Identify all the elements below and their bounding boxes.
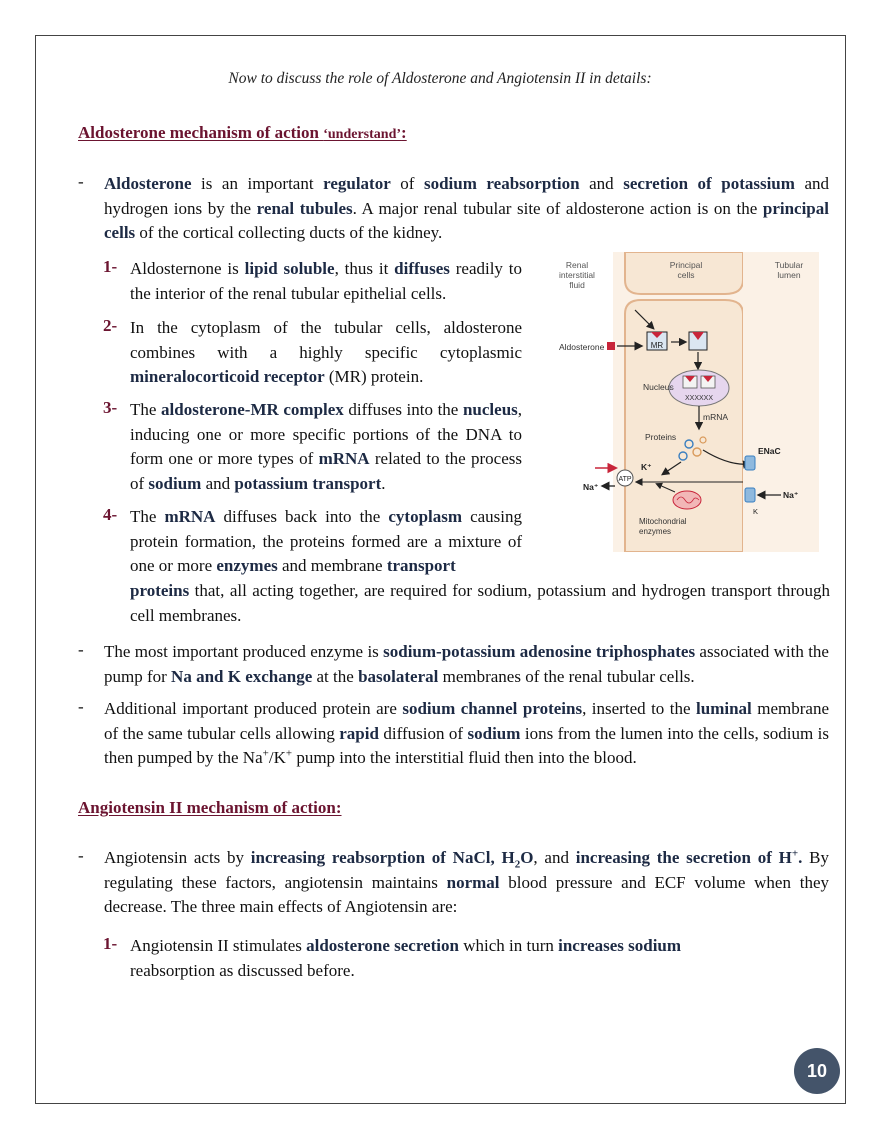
step-number: 3- (103, 398, 118, 417)
atp-pump (616, 469, 634, 487)
label-atp: ATP (618, 476, 631, 483)
label-renal: Renal (566, 260, 588, 270)
label-principal: Principal (670, 260, 703, 270)
label-cells: cells (677, 270, 694, 280)
step-text: The mRNA diffuses back into the cytoplas… (130, 507, 522, 575)
label-dna: XXXXXX (685, 395, 713, 402)
enac-channel (744, 455, 756, 471)
label-k-right: K (753, 507, 758, 516)
step-number: 2- (103, 316, 118, 335)
paragraph-sodium-channel: Additional important produced protein ar… (104, 699, 829, 767)
intro-text: Now to discuss the role of Aldosterone a… (228, 70, 652, 87)
paragraph-enzyme: The most important produced enzyme is so… (104, 642, 829, 686)
label-aldosterone: Aldosterone (559, 342, 605, 352)
upper-cell (624, 252, 744, 295)
label-fluid: fluid (569, 280, 585, 290)
label-nucleus: Nucleus (643, 382, 674, 392)
aldosterone-cell-diagram: Renal interstitial fluid Principal cells… (559, 252, 819, 552)
label-na-left: Na⁺ (583, 482, 598, 492)
bullet-dash: - (78, 697, 84, 716)
label-interstitial: interstitial (559, 270, 595, 280)
tubular-lumen-area (743, 252, 819, 552)
label-mitochondrial: Mitochondrial (639, 517, 687, 526)
bullet-dash: - (78, 640, 84, 659)
step-text: The aldosterone-MR complex diffuses into… (130, 400, 523, 493)
step-text: In the cytoplasm of the tubular cells, a… (130, 318, 522, 386)
label-tubular: Tubular (775, 260, 804, 270)
mitochondrion (672, 490, 702, 510)
bullet-dash: - (78, 172, 84, 191)
label-enac: ENaC (758, 446, 781, 456)
paragraph-aldosterone-intro: Aldosterone is an important regulator of… (104, 174, 830, 242)
step-number: 1- (103, 934, 118, 953)
section-heading-aldosterone: Aldosterone mechanism of action ‘underst… (78, 123, 407, 142)
label-k-plus: K⁺ (641, 462, 652, 472)
label-na-right: Na⁺ (783, 490, 798, 500)
principal-cell (624, 299, 744, 552)
label-proteins: Proteins (645, 432, 676, 442)
k-channel (744, 487, 756, 503)
step-text: Angiotensin II stimulates aldosterone se… (130, 936, 682, 980)
page-number-badge: 10 (794, 1048, 840, 1094)
page-border (35, 35, 846, 1104)
label-mrna: mRNA (703, 412, 728, 422)
section-heading-angiotensin: Angiotensin II mechanism of action: (78, 798, 342, 817)
step-number: 4- (103, 505, 118, 524)
step-text: Aldosternone is lipid soluble, thus it d… (130, 259, 522, 303)
aldosterone-molecule (607, 342, 615, 350)
label-mr: MR (651, 341, 664, 350)
step-number: 1- (103, 257, 118, 276)
label-lumen: lumen (777, 270, 800, 280)
paragraph-angiotensin: Angiotensin acts by increasing reabsorpt… (104, 847, 830, 916)
label-enzymes: enzymes (639, 527, 671, 536)
bullet-dash: - (78, 846, 84, 865)
step-text-continued: proteins that, all acting together, are … (130, 581, 830, 625)
